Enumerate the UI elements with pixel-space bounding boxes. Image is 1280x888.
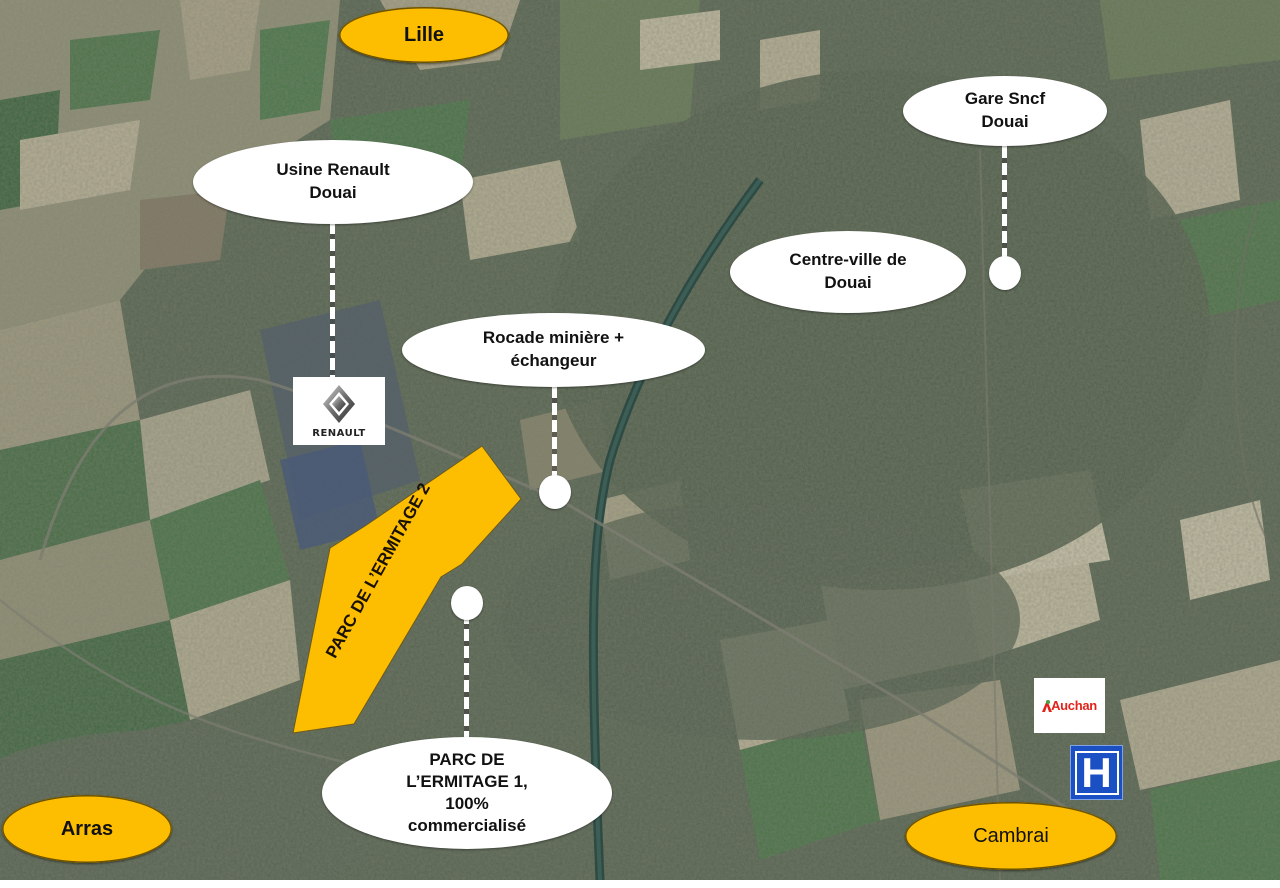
city-label-text: Cambrai bbox=[973, 824, 1049, 847]
hospital-sign: H bbox=[1070, 745, 1123, 800]
poi-label-text: PARC DE L’ERMITAGE 1, 100% commercialisé bbox=[406, 749, 528, 836]
city-label-text: Arras bbox=[60, 817, 114, 840]
renault-logo: RENAULT bbox=[293, 377, 385, 445]
bottom-margin bbox=[0, 880, 1280, 888]
city-label-cambrai[interactable]: Cambrai bbox=[905, 802, 1117, 870]
city-label-lille[interactable]: Lille bbox=[339, 7, 509, 63]
hospital-icon: H bbox=[1074, 748, 1119, 796]
hospital-letter: H bbox=[1081, 748, 1112, 796]
poi-label-usine-renault[interactable]: Usine Renault Douai bbox=[193, 140, 473, 224]
poi-label-gare-sncf[interactable]: Gare Sncf Douai bbox=[903, 76, 1107, 146]
poi-label-rocade[interactable]: Rocade minière + échangeur bbox=[402, 313, 705, 387]
renault-logo-text: RENAULT bbox=[312, 427, 366, 439]
leader-line-gare bbox=[1002, 146, 1007, 262]
location-dot-gare[interactable] bbox=[989, 256, 1021, 290]
city-label-text: Lille bbox=[403, 23, 444, 46]
location-dot-rocade[interactable] bbox=[539, 475, 571, 509]
leader-line-ermitage-1 bbox=[464, 612, 469, 740]
auchan-logo: Auchan bbox=[1034, 678, 1105, 733]
poi-label-text: Rocade minière + échangeur bbox=[482, 328, 625, 370]
city-label-arras[interactable]: Arras bbox=[2, 795, 172, 863]
poi-label-text: Centre-ville de Douai bbox=[789, 250, 907, 292]
leader-line-renault bbox=[330, 222, 335, 378]
poi-label-text: Usine Renault Douai bbox=[276, 160, 390, 202]
renault-diamond-icon bbox=[323, 384, 355, 423]
location-dot-ermitage-1[interactable] bbox=[451, 586, 483, 620]
poi-label-ermitage-1[interactable]: PARC DE L’ERMITAGE 1, 100% commercialisé bbox=[322, 737, 612, 849]
poi-label-text: Gare Sncf Douai bbox=[964, 89, 1046, 131]
leader-line-rocade bbox=[552, 386, 557, 478]
poi-label-centre-ville[interactable]: Centre-ville de Douai bbox=[730, 231, 966, 313]
auchan-bird-icon bbox=[1042, 699, 1053, 712]
auchan-logo-text: Auchan bbox=[1051, 698, 1097, 713]
